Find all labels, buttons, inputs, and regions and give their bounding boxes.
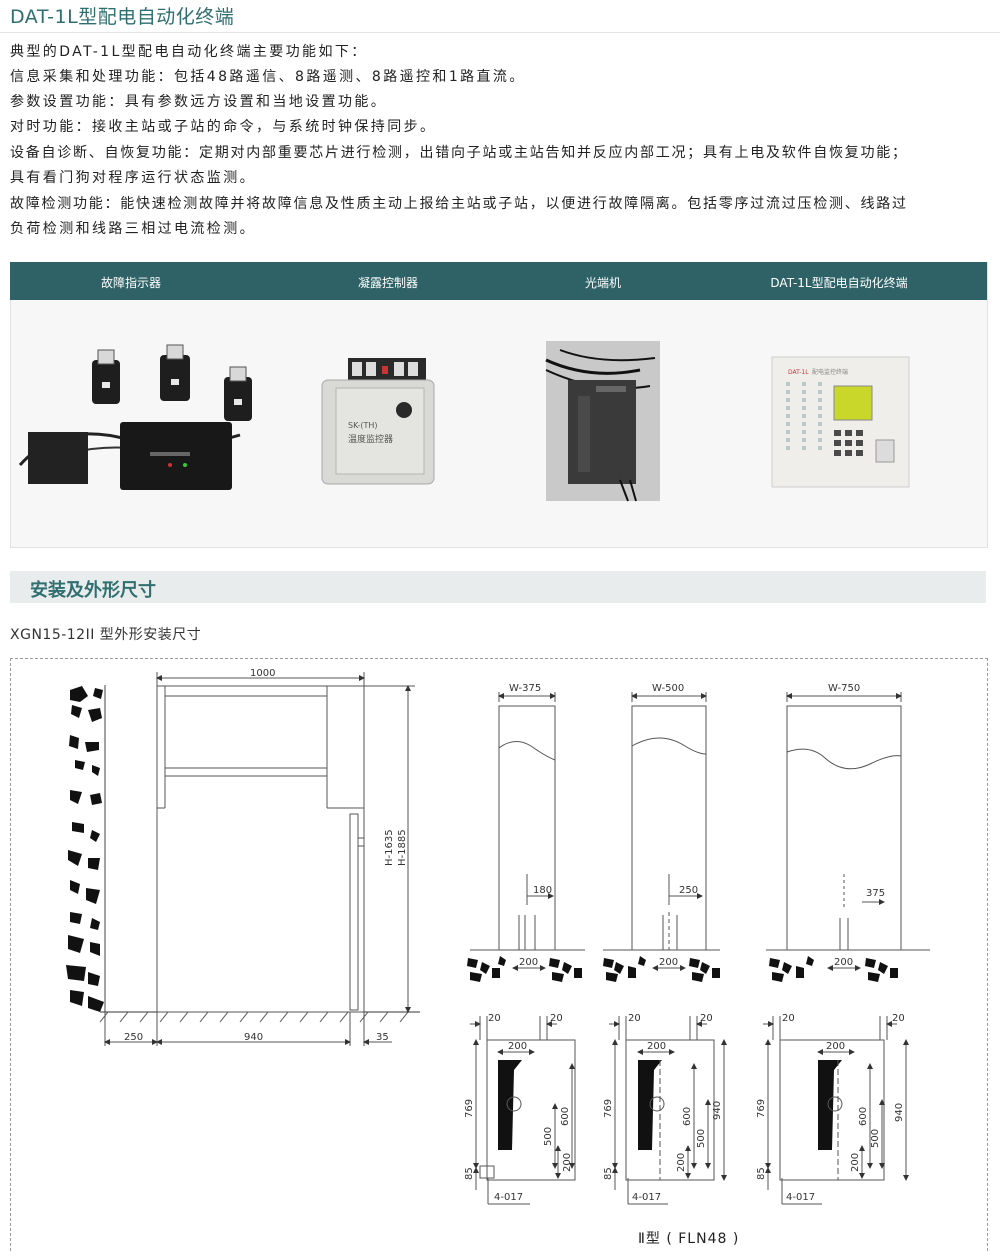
- dim-200: 200: [647, 1041, 666, 1052]
- dim-mid-940: 940: [244, 1032, 263, 1043]
- dim-20: 20: [628, 1013, 641, 1024]
- side-cabinets-drawing: [470, 692, 930, 971]
- product-label-optical-terminal: 光端机: [584, 276, 621, 290]
- dim-600: 600: [682, 1107, 693, 1126]
- dim-85: 85: [756, 1167, 767, 1180]
- plan-view-labels: 20 20 200 769 600 500 200 85 4-017 20 20…: [464, 1013, 905, 1203]
- optical-terminal-image: [545, 341, 660, 502]
- dim-500: 500: [696, 1129, 707, 1148]
- dim-off-375: 375: [866, 888, 885, 899]
- intro-line: 设备自诊断、自恢复功能：定期对内部重要芯片进行检测，出错向子站或主站告知并反应内…: [10, 145, 908, 161]
- dat-brand-text: DAT-1L: [788, 369, 809, 376]
- dim-base-200: 200: [659, 957, 678, 968]
- dim-200: 200: [850, 1153, 861, 1172]
- dim-940: 940: [712, 1101, 723, 1120]
- intro-line: 参数设置功能：具有参数远方设置和当地设置功能。: [10, 94, 388, 110]
- dim-w750: W-750: [828, 683, 860, 694]
- dim-20: 20: [782, 1013, 795, 1024]
- dim-600: 600: [560, 1107, 571, 1126]
- dim-base-200: 200: [834, 957, 853, 968]
- dim-base-200: 200: [519, 957, 538, 968]
- dim-right-35: 35: [376, 1032, 389, 1043]
- drawing-caption: Ⅱ型 ( FLN48 ): [638, 1231, 740, 1247]
- hole-label: 4-017: [786, 1192, 815, 1203]
- dim-200: 200: [826, 1041, 845, 1052]
- dim-500: 500: [543, 1127, 554, 1146]
- fault-indicator-image: [18, 344, 252, 490]
- dim-940: 940: [894, 1103, 905, 1122]
- dim-769: 769: [756, 1099, 767, 1118]
- dimension-frame: [10, 658, 988, 1251]
- dim-20: 20: [700, 1013, 713, 1024]
- dim-85: 85: [603, 1167, 614, 1180]
- dim-20: 20: [892, 1013, 905, 1024]
- dim-200: 200: [508, 1041, 527, 1052]
- dim-h1635: H-1635: [384, 829, 395, 866]
- dim-20: 20: [550, 1013, 563, 1024]
- product-label-dat-terminal: DAT-1L型配电自动化终端: [770, 276, 908, 290]
- intro-line: 具有看门狗对程序运行状态监测。: [10, 170, 256, 186]
- dim-85: 85: [464, 1167, 475, 1180]
- sk-panel-text: SK-(TH): [348, 421, 378, 430]
- intro-line: 负荷检测和线路三相过电流检测。: [10, 221, 256, 237]
- dim-200: 200: [676, 1153, 687, 1172]
- dat-name-text: 配电监控终端: [812, 368, 848, 376]
- dim-off-180: 180: [533, 885, 552, 896]
- dim-769: 769: [603, 1099, 614, 1118]
- page-title: DAT-1L型配电自动化终端: [10, 6, 235, 28]
- front-view-labels: 1000 H-1635 H-1885 250 940 35: [124, 668, 408, 1043]
- hole-label: 4-017: [494, 1192, 523, 1203]
- section-title: 安装及外形尺寸: [30, 580, 156, 601]
- dim-width-1000: 1000: [250, 668, 275, 679]
- condensation-controller-image: SK-(TH) 温度监控器: [321, 358, 435, 485]
- dim-h1885: H-1885: [397, 829, 408, 866]
- dim-769: 769: [464, 1099, 475, 1118]
- dim-500: 500: [870, 1129, 881, 1148]
- product-header-bar: [10, 262, 987, 300]
- diagram-subtitle: XGN15-12II 型外形安装尺寸: [10, 627, 202, 643]
- intro-line: 信息采集和处理功能：包括48路遥信、8路遥测、8路遥控和1路直流。: [10, 69, 526, 85]
- dim-600: 600: [858, 1107, 869, 1126]
- title-divider: [0, 32, 1000, 33]
- dim-w375: W-375: [509, 683, 541, 694]
- plan-views-drawing: [470, 1016, 909, 1205]
- dim-20: 20: [488, 1013, 501, 1024]
- section-header-bar: [10, 571, 986, 603]
- product-label-condensation-controller: 凝露控制器: [357, 276, 418, 290]
- product-images: SK-(TH) 温度监控器 DAT-1L 配电监控终端: [18, 341, 910, 502]
- dimension-drawing: 1000 H-1635 H-1885 250 940 35: [66, 668, 930, 1205]
- product-label-fault-indicator: 故障指示器: [100, 276, 161, 290]
- dat-terminal-image: DAT-1L 配电监控终端: [771, 356, 910, 488]
- hole-label: 4-017: [632, 1192, 661, 1203]
- floor-rubble: [467, 956, 898, 982]
- sk-name-text: 温度监控器: [348, 433, 393, 445]
- side-cabinet-labels: W-375 180 200 W-500 250 200 W-750 375 20…: [509, 683, 885, 968]
- intro-line: 典型的DAT-1L型配电自动化终端主要功能如下：: [10, 44, 368, 60]
- dim-w500: W-500: [652, 683, 684, 694]
- intro-line: 对时功能：接收主站或子站的命令，与系统时钟保持同步。: [10, 119, 437, 135]
- dim-left-250: 250: [124, 1032, 143, 1043]
- dim-200: 200: [562, 1153, 573, 1172]
- front-view-drawing: [66, 672, 420, 1046]
- dim-off-250: 250: [679, 885, 698, 896]
- intro-line: 故障检测功能：能快速检测故障并将故障信息及性质主动上报给主站或子站，以便进行故障…: [10, 196, 908, 212]
